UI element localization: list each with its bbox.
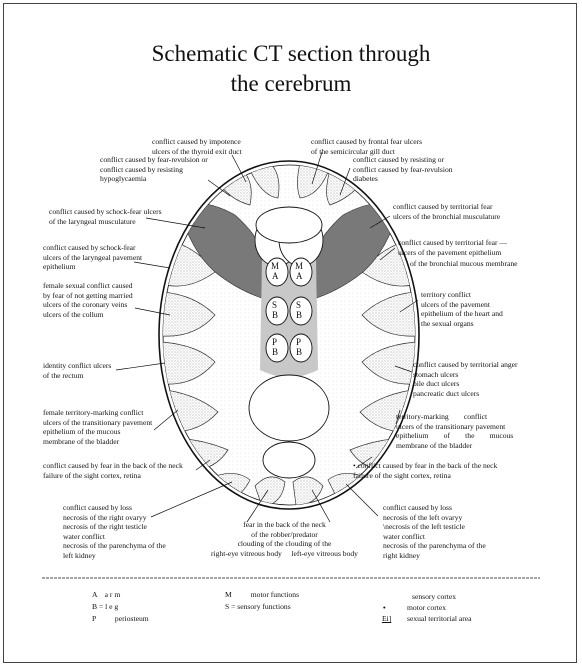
diagram-title-line1: Schematic CT section through: [151, 41, 431, 66]
label-loss-left: conflict caused by loss necrosis of the …: [63, 503, 166, 560]
occipital-lower: [262, 441, 316, 479]
legend-motor-functions: M motor functions: [225, 590, 300, 599]
occipital-oval: [248, 374, 330, 442]
sym-b2-right: B: [296, 347, 303, 357]
sym-s-right: S: [296, 300, 302, 310]
label-identity: identity conflict ulcers of the rectum: [43, 361, 112, 380]
legend-motor-cortex: motor cortex: [407, 603, 447, 612]
label-schock-laryngeal-musculature: conflict caused by schock-fear ulcers of…: [49, 207, 162, 226]
label-bronchial-mucous: of the bronchial mucous membrane: [410, 259, 518, 268]
label-territorial-fear-bronchial: conflict caused by territorial fear ulce…: [393, 202, 501, 221]
sym-m-right: M: [295, 261, 304, 271]
label-territorial-anger: conflict caused by territorial anger sto…: [413, 360, 518, 398]
page-frame: [3, 3, 577, 663]
legend-sexual-area: sexual territorial area: [407, 614, 472, 623]
legend-periosteum: P periosteum: [92, 614, 149, 623]
sym-b-right: B: [296, 310, 303, 320]
skull-outer: [158, 160, 420, 510]
label-fear-neck-left: conflict caused by fear in the back of t…: [43, 461, 183, 480]
sym-p-left: P: [272, 337, 278, 347]
sym-a-left: A: [272, 271, 279, 281]
legend-sensory-cortex: sensory cortex: [412, 592, 457, 601]
pointer-lines: [115, 151, 419, 523]
legend-leg: B = l e g: [92, 602, 119, 611]
sym-b2-left: B: [272, 347, 279, 357]
ma-left-circle: [265, 257, 289, 287]
label-territorial-fear-pavement: conflict caused by territorial fear — ul…: [398, 238, 508, 257]
sb-right-circle: [289, 296, 313, 326]
ma-right-circle: [289, 257, 313, 287]
label-fear-neck-center: fear in the back of the neck of the robb…: [211, 520, 358, 558]
label-frontal-fear: conflict caused by frontal fear ulcers o…: [311, 137, 423, 156]
label-female-sexual: female sexual conflict caused by fear of…: [43, 281, 133, 319]
label-female-territory-marking: female territory-marking conflict ulcers…: [43, 408, 153, 446]
label-loss-right: conflict caused by loss necrosis of the …: [383, 503, 486, 560]
label-fear-revulsion-left: conflict caused by fear-revulsion or con…: [100, 155, 208, 184]
label-territory-marking: territory-marking conflict ulcers of the…: [396, 412, 514, 450]
sym-s-left: S: [272, 300, 278, 310]
frontal-cap: [255, 206, 323, 244]
label-fear-neck-right: • conflict caused by fear in the back of…: [353, 461, 498, 480]
legend-sensory-functions: S = sensory functions: [225, 602, 291, 611]
label-territory-conflict: territory conflict ulcers of the pavemen…: [421, 290, 503, 328]
sym-p-right: P: [296, 337, 302, 347]
sym-b-left: B: [272, 310, 279, 320]
diagram-title-line2: the cerebrum: [230, 71, 352, 96]
label-resisting-right: conflict caused by resisting or conflict…: [353, 155, 453, 184]
pb-left-circle: [265, 333, 289, 363]
sym-a-right: A: [296, 271, 303, 281]
legend-sexual-area-symbol: Ei]: [382, 614, 392, 623]
sb-left-circle: [265, 296, 289, 326]
legend-arm: A a r m: [92, 590, 121, 599]
label-schock-laryngeal-epithelium: conflict caused by schock-fear ulcers of…: [43, 243, 143, 272]
legend-motor-cortex-bullet: •: [383, 603, 386, 612]
label-impotence: conflict caused by impotence ulcers of t…: [152, 137, 242, 156]
pb-right-circle: [289, 333, 313, 363]
sym-m-left: M: [271, 261, 280, 271]
